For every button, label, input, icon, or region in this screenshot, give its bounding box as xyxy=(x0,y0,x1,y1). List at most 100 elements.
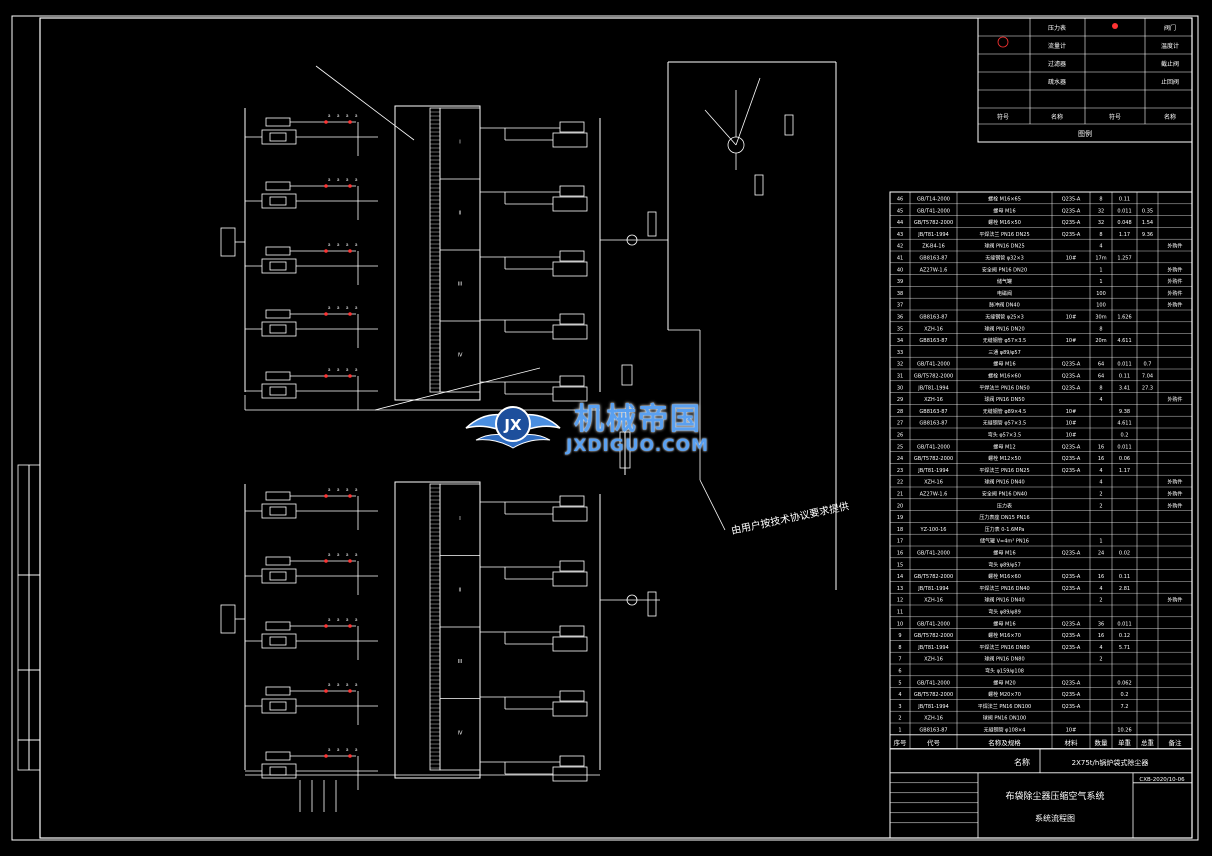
bom-cell: 4 xyxy=(1099,645,1102,651)
bom-cell: 无缝钢管 φ89×4.5 xyxy=(983,408,1026,415)
bom-column-header: 备注 xyxy=(1169,738,1183,747)
bom-cell: 9 xyxy=(898,633,901,639)
bom-cell: 弯头 φ57×3.5 xyxy=(988,432,1021,439)
pulse-solenoid xyxy=(552,196,588,212)
bom-cell: 安全阀 PN16 DN40 xyxy=(982,491,1027,498)
coil-box xyxy=(269,261,287,271)
bom-cell: JB/T81-1994 xyxy=(917,468,949,474)
bom-cell: 外购件 xyxy=(1167,491,1182,498)
bom-cell: 螺母 M20 xyxy=(993,679,1015,686)
legend-header: 符号 xyxy=(997,113,1009,121)
bom-cell: 球阀 PN16 DN40 xyxy=(984,597,1024,604)
bom-cell: 11 xyxy=(897,610,903,616)
pipe-tag: a xyxy=(355,747,358,752)
pipe-tag: a xyxy=(346,177,349,182)
bom-cell: Q235-A xyxy=(1062,633,1081,639)
pulse-valve-box xyxy=(559,560,585,572)
chamber-label: IV xyxy=(458,353,463,359)
bom-cell: GB/T5782-2000 xyxy=(914,633,953,639)
bom-cell: 4 xyxy=(1099,244,1102,250)
gauge-symbol xyxy=(626,594,638,606)
pipe-tag: a xyxy=(346,487,349,492)
valve-icon xyxy=(1112,23,1118,29)
bom-cell: 螺栓 M16×70 xyxy=(988,632,1021,639)
pulse-valve-box xyxy=(559,755,585,767)
pipe-tag: a xyxy=(355,682,358,687)
bom-cell: 1.17 xyxy=(1119,232,1130,238)
bom-cell: 36 xyxy=(897,315,903,321)
bom-cell: Q235-A xyxy=(1062,220,1081,226)
bom-cell: 螺母 M12 xyxy=(993,443,1015,450)
bom-cell: 4.611 xyxy=(1117,421,1131,427)
bom-cell: 0.12 xyxy=(1119,633,1130,639)
bom-cell: 1.626 xyxy=(1117,315,1131,321)
bom-cell: 3 xyxy=(898,704,901,710)
legend-footer: 图例 xyxy=(1078,129,1092,138)
pipe-tag: a xyxy=(337,747,340,752)
bom-cell: 0.7 xyxy=(1144,362,1152,368)
bom-cell: 16 xyxy=(1098,444,1104,450)
bom-cell: 27.3 xyxy=(1142,385,1153,391)
drain-valve xyxy=(621,364,633,386)
bom-cell: 螺栓 M12×50 xyxy=(988,455,1021,462)
bom-cell: Q235-A xyxy=(1062,621,1081,627)
bom-cell: 24 xyxy=(897,456,903,462)
bom-cell: XZH-16 xyxy=(924,397,943,403)
bom-cell: 32 xyxy=(1098,220,1104,226)
system-title: 布袋除尘器压缩空气系统 xyxy=(1005,790,1104,802)
watermark-logo: JX xyxy=(465,406,561,449)
bom-cell: 8 xyxy=(1099,385,1102,391)
bom-cell: JB/T81-1994 xyxy=(917,645,949,651)
bom-cell: Q235-A xyxy=(1062,468,1081,474)
valve-marker xyxy=(324,249,328,253)
solenoid-box xyxy=(261,258,297,274)
bom-cell: 42 xyxy=(897,244,903,250)
valve-marker xyxy=(348,689,352,693)
coil-box xyxy=(269,386,287,396)
chamber-label: I xyxy=(459,140,460,146)
bom-cell: 1.54 xyxy=(1142,220,1153,226)
bom-cell: GB8163-87 xyxy=(919,728,947,734)
project-name: 2X75t/h锅炉袋式除尘器 xyxy=(1072,758,1149,767)
bom-cell: 7 xyxy=(898,657,901,663)
bom-cell: Q235-A xyxy=(1062,574,1081,580)
bom-cell: 8 xyxy=(898,645,901,651)
valve-marker xyxy=(324,754,328,758)
bom-cell: Q235-A xyxy=(1062,374,1081,380)
bom-cell: 14 xyxy=(897,574,903,580)
bom-cell: 7.04 xyxy=(1142,374,1153,380)
bom-cell: 螺栓 M20×70 xyxy=(988,691,1021,698)
bom-cell: 外购件 xyxy=(1167,278,1182,285)
bom-cell: GB/T41-2000 xyxy=(917,444,950,450)
solenoid-box xyxy=(261,383,297,399)
pulse-solenoid xyxy=(552,571,588,587)
bom-cell: 100 xyxy=(1096,303,1106,309)
pipe-tag: a xyxy=(337,367,340,372)
pulse-valve-box xyxy=(559,185,585,197)
bom-cell: 23 xyxy=(897,468,903,474)
terminal-strip xyxy=(429,483,441,771)
valve-box-small xyxy=(265,491,291,501)
coil-box xyxy=(269,506,287,516)
pulse-valve-box xyxy=(559,313,585,325)
bom-cell: 33 xyxy=(897,350,903,356)
pipe-tag: a xyxy=(328,617,331,622)
bom-cell: 8 xyxy=(1099,197,1102,203)
bom-cell: 43 xyxy=(897,232,903,238)
leader-line xyxy=(735,77,761,146)
bom-column-header: 名称及规格 xyxy=(988,738,1021,747)
pipe-tag: a xyxy=(346,617,349,622)
legend-header: 符号 xyxy=(1109,113,1121,121)
coil-box xyxy=(269,701,287,711)
bom-cell: 3.41 xyxy=(1119,385,1130,391)
valve-box-small xyxy=(265,371,291,381)
valve-box-small xyxy=(265,181,291,191)
bom-cell: 7.2 xyxy=(1121,704,1129,710)
bom-cell: 外购件 xyxy=(1167,479,1182,486)
valve-box-small xyxy=(265,751,291,761)
bom-cell: 脉冲阀 DN40 xyxy=(989,302,1020,309)
pressure-switch xyxy=(647,591,657,617)
bom-cell: 12 xyxy=(897,598,903,604)
bom-cell: 球阀 PN16 DN100 xyxy=(983,715,1026,722)
